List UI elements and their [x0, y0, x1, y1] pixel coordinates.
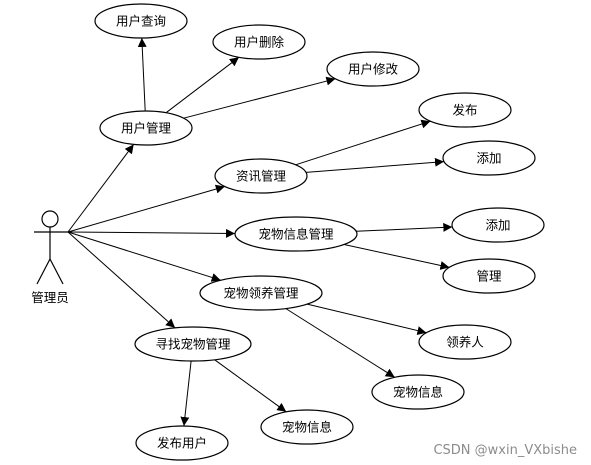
edge-admin-to-find_pet_mgmt — [67, 231, 176, 329]
use-case-ellipse — [418, 324, 512, 360]
use-case-label: 宠物信息管理 — [258, 227, 334, 242]
use-case-label: 用户管理 — [121, 121, 172, 136]
use-case-ellipse — [371, 374, 465, 410]
actor-label: 管理员 — [31, 290, 69, 305]
use-case-user-query[interactable]: 用户查询 — [94, 3, 188, 39]
use-case-label: 用户查询 — [116, 14, 166, 29]
use-case-label: 管理 — [476, 269, 502, 284]
use-case-ellipse — [214, 158, 308, 194]
use-case-adopter[interactable]: 领养人 — [418, 324, 512, 360]
use-case-publisher[interactable]: 发布用户 — [135, 425, 229, 461]
actor-head — [41, 210, 59, 228]
use-case-ellipse — [418, 92, 512, 128]
use-case-label: 寻找宠物管理 — [155, 337, 231, 352]
use-case-ellipse — [99, 110, 193, 146]
actor-admin[interactable]: 管理员 — [31, 210, 69, 305]
use-case-label: 发布 — [452, 103, 477, 118]
use-case-label: 用户删除 — [234, 35, 285, 50]
actor-left-leg — [36, 258, 51, 285]
use-case-pet-info-add[interactable]: 添加 — [451, 207, 545, 243]
use-case-user-modify[interactable]: 用户修改 — [326, 51, 420, 87]
use-case-ellipse — [260, 409, 354, 445]
use-case-user-delete[interactable]: 用户删除 — [212, 24, 306, 60]
use-case-label: 宠物信息 — [393, 385, 443, 400]
use-case-ellipse — [451, 207, 545, 243]
use-case-label: 领养人 — [446, 335, 484, 350]
use-case-pet-info-mgmt[interactable]: 宠物信息管理 — [234, 216, 358, 252]
edge-find_pet_mgmt-to-find_pet_info — [214, 359, 287, 413]
use-case-adoption-mgmt[interactable]: 宠物领养管理 — [199, 275, 323, 311]
use-case-adoption-pet-info[interactable]: 宠物信息 — [371, 374, 465, 410]
edge-user_mgmt-to-user_delete — [165, 56, 240, 114]
edge-adoption_mgmt-to-adopter — [307, 303, 427, 335]
use-case-label: 宠物信息 — [282, 420, 332, 435]
edge-admin-to-adoption_mgmt — [67, 231, 221, 282]
use-case-label: 资讯管理 — [236, 169, 287, 184]
edge-adoption_mgmt-to-adoption_pet_info — [285, 308, 395, 378]
use-case-news-publish[interactable]: 发布 — [418, 92, 512, 128]
use-case-label: 发布用户 — [157, 436, 207, 451]
use-case-label: 用户修改 — [348, 62, 399, 77]
use-case-label: 宠物领养管理 — [223, 286, 299, 301]
use-case-ellipse — [199, 275, 323, 311]
edge-news_mgmt-to-news_add — [305, 157, 445, 173]
use-case-ellipse — [135, 425, 229, 461]
use-case-ellipse — [234, 216, 358, 252]
use-case-ellipse — [134, 326, 252, 362]
use-case-news-add[interactable]: 添加 — [442, 140, 536, 176]
use-case-ellipse — [442, 140, 536, 176]
edge-admin-to-news_mgmt — [67, 184, 225, 233]
use-case-ellipse — [94, 3, 188, 39]
use-case-ellipse — [442, 258, 536, 294]
edge-user_mgmt-to-user_query — [137, 37, 147, 112]
edge-find_pet_mgmt-to-publisher — [180, 360, 192, 427]
use-case-find-pet-info[interactable]: 宠物信息 — [260, 409, 354, 445]
use-case-news-mgmt[interactable]: 资讯管理 — [214, 158, 308, 194]
use-case-find-pet-mgmt[interactable]: 寻找宠物管理 — [134, 326, 252, 362]
actor-right-leg — [49, 258, 64, 285]
use-case-ellipse — [212, 24, 306, 60]
use-case-user-mgmt[interactable]: 用户管理 — [99, 110, 193, 146]
edge-user_mgmt-to-user_modify — [183, 76, 336, 119]
edge-pet_info_mgmt-to-pet_info_add — [356, 222, 453, 232]
edge-pet_info_mgmt-to-pet_info_manage — [343, 244, 450, 270]
edge-admin-to-pet_info_mgmt — [67, 228, 236, 238]
use-case-ellipse — [326, 51, 420, 87]
edge-admin-to-user_mgmt — [67, 144, 135, 233]
watermark: CSDN @wxin_VXbishe — [433, 443, 577, 458]
edge-news_mgmt-to-news_publish — [295, 119, 431, 166]
use-case-pet-info-manage[interactable]: 管理 — [442, 258, 536, 294]
edges-layer — [67, 37, 453, 427]
use-case-label: 添加 — [476, 151, 501, 166]
use-case-label: 添加 — [485, 218, 510, 233]
